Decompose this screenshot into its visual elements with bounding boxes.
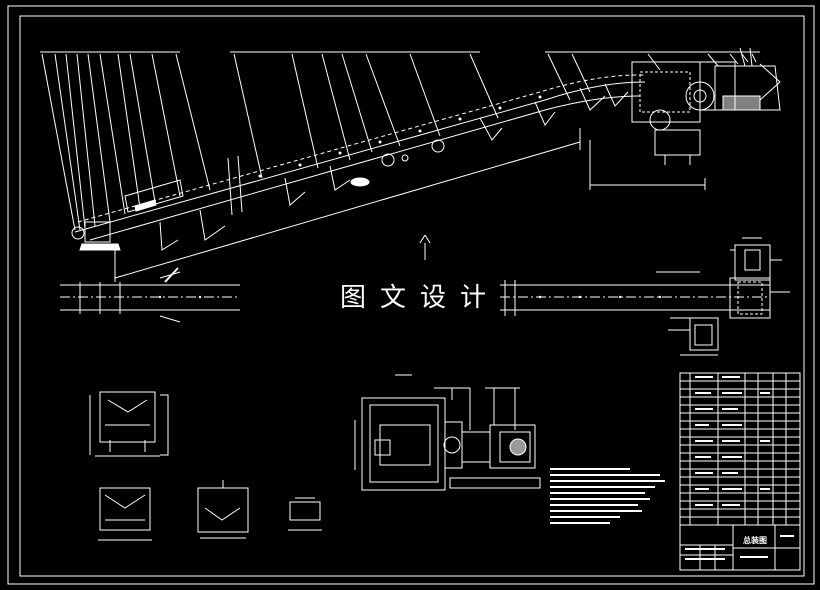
conveyor-plan-view: [60, 234, 790, 323]
parts-list-text-marks: [685, 376, 794, 560]
inner-frame: [19, 15, 805, 577]
section-details-right: [668, 237, 782, 356]
idler-section-views: [89, 391, 322, 541]
technical-notes: [550, 468, 665, 524]
watermark-text: 图文设计: [340, 281, 501, 315]
conveyor-elevation: [40, 47, 781, 282]
outer-frame: [7, 5, 815, 585]
title-block-title: 总装图: [743, 536, 767, 545]
parts-list-table: [679, 372, 801, 571]
drive-unit-detail: [354, 374, 541, 491]
